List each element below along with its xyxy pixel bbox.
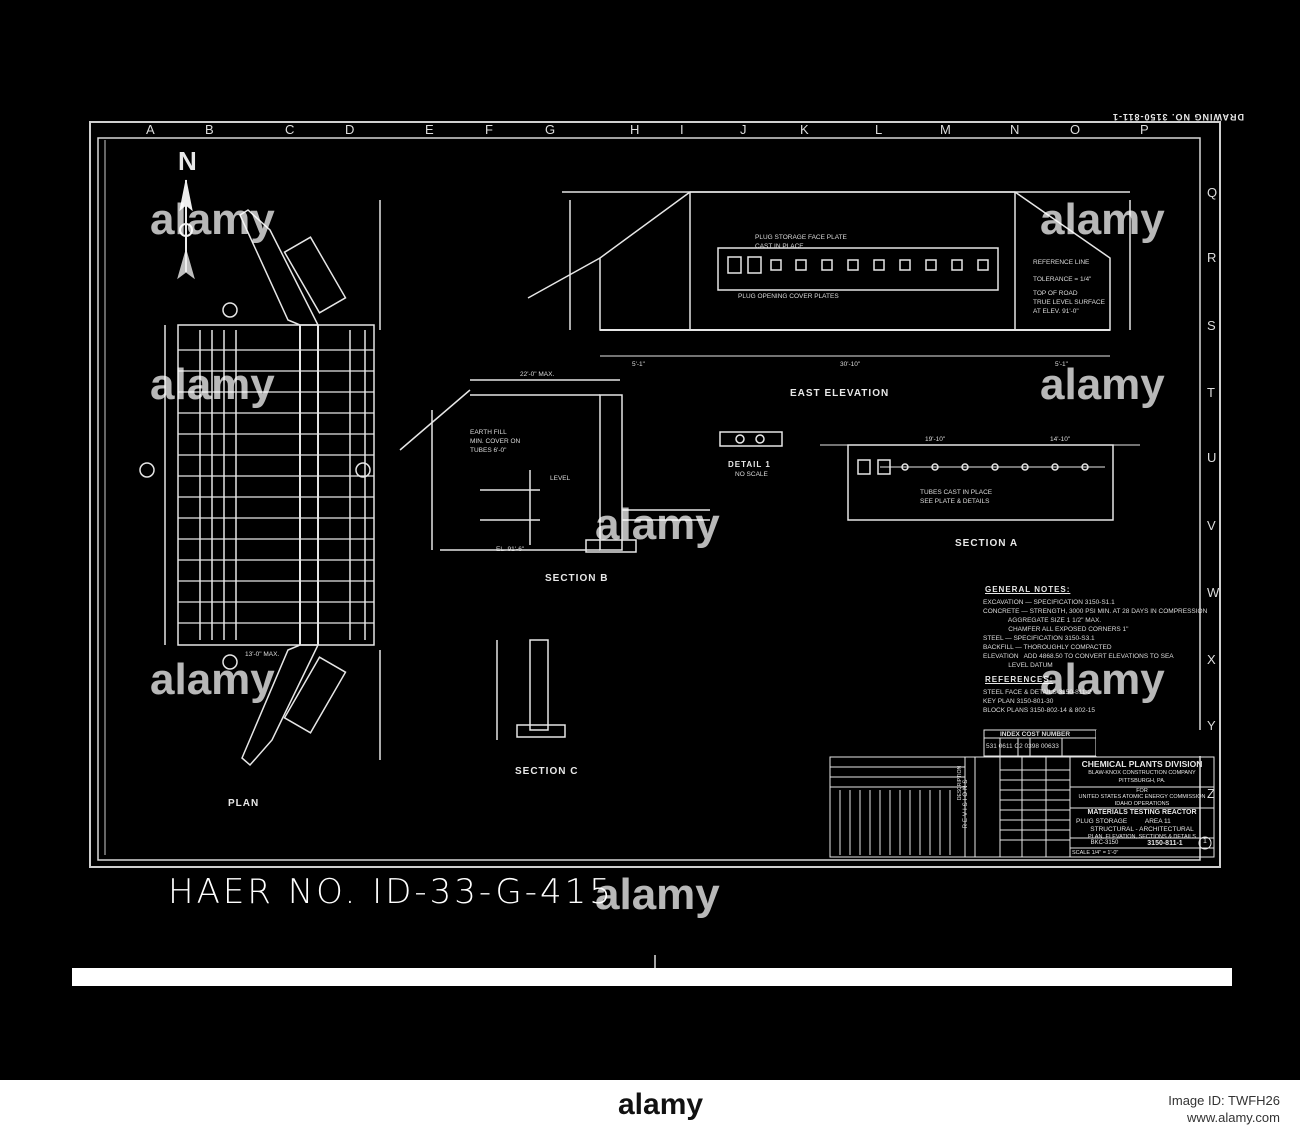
grid-col-label: C [285,122,295,137]
general-notes-title: GENERAL NOTES: [985,585,1071,594]
title-sheet-number: 1 [1203,838,1207,845]
dimension-19-10: 19'-10" [925,436,946,443]
title-line-2: STRUCTURAL - ARCHITECTURAL [1090,826,1194,833]
dimension-5-1-right: 5'-1" [1055,361,1068,368]
north-arrow [177,179,195,280]
grid-col-label: F [485,122,493,137]
footer-image-id: Image ID: TWFH26 [1168,1093,1280,1108]
haer-number: HAER NO. ID-33-G-415 [168,872,614,912]
grid-col-label: G [545,122,556,137]
title-description-label: DESCRIPTION [957,765,963,801]
bottom-strip [72,968,1232,986]
title-division: CHEMICAL PLANTS DIVISION [1081,759,1203,769]
dimension-5-1-left: 5'-1" [632,361,645,368]
cover-plates-note: PLUG OPENING COVER PLATES [738,293,839,300]
title-scale: SCALE 1/4" = 1'-0" [1072,850,1119,856]
grid-col-label: I [680,122,684,137]
face-plate-note: PLUG STORAGE FACE PLATE CAST IN PLACE [755,234,847,250]
dimension-14-10: 14'-10" [1050,436,1071,443]
title-client-ops: IDAHO OPERATIONS [1114,801,1170,807]
grid-row-label: X [1207,652,1216,667]
title-company: BLAW-KNOX CONSTRUCTION COMPANY [1088,770,1196,776]
east-elevation [527,191,1131,357]
title-for: FOR [1136,788,1148,794]
grid-col-label: P [1140,122,1149,137]
drawing-sheet [89,121,1221,975]
references-title: REFERENCES: [985,675,1054,684]
grid-col-label: B [205,122,214,137]
level-note: LEVEL [550,475,571,482]
blueprint-photo: DRAWING NO. 3150-811-1 A B C D E F G H I… [0,0,1300,1080]
general-notes-body: EXCAVATION — SPECIFICATION 3150-S1.1 CON… [983,599,1208,669]
grid-row-label: T [1207,385,1215,400]
drawing-number-top: DRAWING NO. 3150-811-1 [1112,112,1245,122]
grid-row-label: Q [1207,185,1218,200]
section-c [496,639,566,740]
dimension-13-0: 13'-0" MAX. [245,651,280,658]
dimension-30-10: 30'-10" [840,361,861,368]
index-cost-title: INDEX COST NUMBER [1000,731,1071,738]
grid-row-label: U [1207,450,1217,465]
footer-brand-logo: alamy [618,1088,704,1121]
title-block [829,756,1215,858]
detail-1 [719,431,783,447]
title-drawing-no: 3150-811-1 [1147,840,1183,847]
tolerance-note: TOLERANCE = 1/4" [1033,276,1092,283]
grid-col-label: D [345,122,355,137]
plan-title: PLAN [228,798,260,809]
grid-row-label: Y [1207,718,1216,733]
index-cost-box [983,729,1216,757]
grid-row-label: R [1207,250,1217,265]
title-city: PITTSBURGH, PA. [1118,778,1166,784]
grid-col-label: H [630,122,640,137]
top-of-road-note: TOP OF ROAD TRUE LEVEL SURFACE AT ELEV. … [1033,290,1106,315]
grid-col-label: M [940,122,951,137]
footer-site: www.alamy.com [1187,1110,1280,1125]
grid-row-label: S [1207,318,1216,333]
watermark: alamy [150,360,275,409]
footer-meta: Image ID: TWFH26 www.alamy.com [1168,1092,1280,1126]
title-revisions-label: REVISIONS [963,777,969,829]
references-body: STEEL FACE & DETAILS 3150-811-2 KEY PLAN… [983,689,1096,714]
reference-line-note: REFERENCE LINE [1033,259,1090,266]
section-a [820,444,1140,521]
grid-row-label: V [1207,518,1216,533]
title-line-3: PLAN, ELEVATION, SECTIONS & DETAILS [1088,834,1196,840]
grid-row-label: Z [1207,786,1215,801]
watermark: alamy [595,500,720,549]
title-client: UNITED STATES ATOMIC ENERGY COMMISSION [1078,794,1206,800]
grid-col-label: J [740,122,747,137]
detail-1-scale: NO SCALE [735,471,768,478]
watermark: alamy [1040,360,1165,409]
index-cost-values: 531 0611 C2 0398 00633 [986,743,1059,750]
watermark: alamy [1040,195,1165,244]
tubes-cast-note: TUBES CAST IN PLACE SEE PLATE & DETAILS [920,489,993,505]
grid-col-label: A [146,122,155,137]
dimension-22-0: 22'-0" MAX. [520,371,555,378]
grid-col-label: O [1070,122,1081,137]
east-elevation-title: EAST ELEVATION [790,388,890,399]
watermark: alamy [150,195,275,244]
grid-col-label: K [800,122,809,137]
title-line-1: PLUG STORAGE AREA 11 [1076,818,1171,825]
section-b [399,379,710,553]
title-project: MATERIALS TESTING REACTOR [1087,809,1197,816]
detail-1-title: DETAIL 1 [728,460,771,469]
grid-col-label: L [875,122,883,137]
watermark: alamy [595,870,720,919]
section-b-title: SECTION B [545,573,609,584]
north-label: N [178,146,198,176]
watermark: alamy [1040,655,1165,704]
section-c-title: SECTION C [515,766,579,777]
elevation-left-note: EL. 91'-6" [496,546,525,553]
stock-footer [0,1080,1300,1135]
grid-col-label: N [1010,122,1020,137]
earth-fill-note: EARTH FILL MIN. COVER ON TUBES 6'-0" [470,429,521,454]
title-contract-no: BKC-3150 [1090,840,1119,846]
section-a-title: SECTION A [955,538,1019,549]
grid-col-label: E [425,122,434,137]
watermark: alamy [150,655,275,704]
grid-row-label: W [1207,585,1220,600]
plan-view [139,200,381,767]
